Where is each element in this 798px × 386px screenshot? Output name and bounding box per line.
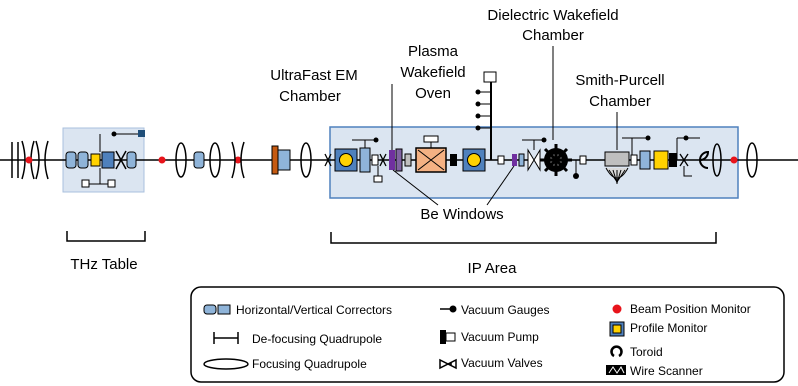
thz-table-bracket <box>66 231 146 242</box>
focusing-quadrupole <box>175 142 187 178</box>
thz-table-components <box>65 130 145 188</box>
vacuum-pump-icon <box>440 330 456 344</box>
corrector <box>193 151 205 169</box>
ip-area-label: IP Area <box>468 260 518 277</box>
legend-defocusing-label: De-focusing Quadrupole <box>252 332 382 346</box>
uem-label-line2: Chamber <box>279 88 341 105</box>
be-window <box>389 150 395 170</box>
pwfa-label-line3: Oven <box>415 85 451 102</box>
focusing-quadrupole <box>746 142 758 178</box>
toroid-icon <box>699 150 710 169</box>
vacuum-gauge-icon <box>111 131 117 137</box>
ip-area-components <box>324 71 722 184</box>
legend-box <box>190 286 785 383</box>
dwa-label-line1: Dielectric Wakefield <box>487 7 618 24</box>
pwfa-label-line1: Plasma <box>408 43 459 60</box>
corrector-icon <box>203 304 231 315</box>
legend-bpm-label: Beam Position Monitor <box>630 302 751 316</box>
bpm-icon <box>612 304 622 314</box>
vacuum-gauge-icon <box>440 305 457 313</box>
legend-toroid-label: Toroid <box>630 345 663 359</box>
legend-pump-label: Vacuum Pump <box>461 330 539 344</box>
bpm-marker <box>234 156 242 164</box>
defocusing-quadrupole-icon <box>213 332 239 344</box>
profile-monitor-icon <box>609 321 625 337</box>
focusing-quadrupole-icon <box>203 358 249 370</box>
focusing-quadrupole <box>300 142 312 178</box>
corrector <box>271 145 291 175</box>
bpm-marker <box>730 156 738 164</box>
be-windows-leader-right <box>486 165 515 206</box>
smith-purcell-chamber <box>604 151 630 184</box>
vacuum-valve-icon <box>439 358 457 370</box>
legend-focusing-label: Focusing Quadrupole <box>252 357 367 371</box>
sp-label-line2: Chamber <box>589 93 651 110</box>
legend: Horizontal/Vertical Correctors De-focusi… <box>190 286 785 383</box>
pwfa-label-line2: Wakefield <box>400 64 465 81</box>
thz-table-label: THz Table <box>70 256 137 273</box>
legend-gauges-label: Vacuum Gauges <box>461 303 550 317</box>
defocusing-quadrupole <box>231 141 245 179</box>
dwa-label-line2: Chamber <box>522 27 584 44</box>
dielectric-wakefield-chamber <box>540 144 572 176</box>
uem-label-line1: UltraFast EM <box>270 67 358 84</box>
profile-monitor-icon <box>653 150 669 170</box>
wire-scanner-icon <box>606 365 626 375</box>
sp-label-line1: Smith-Purcell <box>575 72 664 89</box>
be-windows-leader-left <box>392 169 439 206</box>
ip-area-bracket <box>330 232 717 244</box>
legend-correctors-label: Horizontal/Vertical Correctors <box>236 303 392 317</box>
focusing-quadrupole <box>209 142 221 178</box>
be-window <box>512 154 517 166</box>
bpm-marker <box>158 156 166 164</box>
legend-wire-label: Wire Scanner <box>630 364 703 378</box>
toroid-icon <box>610 345 623 358</box>
legend-profile-label: Profile Monitor <box>630 321 707 335</box>
be-windows-label: Be Windows <box>420 206 503 223</box>
bpm-marker <box>25 156 33 164</box>
legend-valves-label: Vacuum Valves <box>461 356 543 370</box>
